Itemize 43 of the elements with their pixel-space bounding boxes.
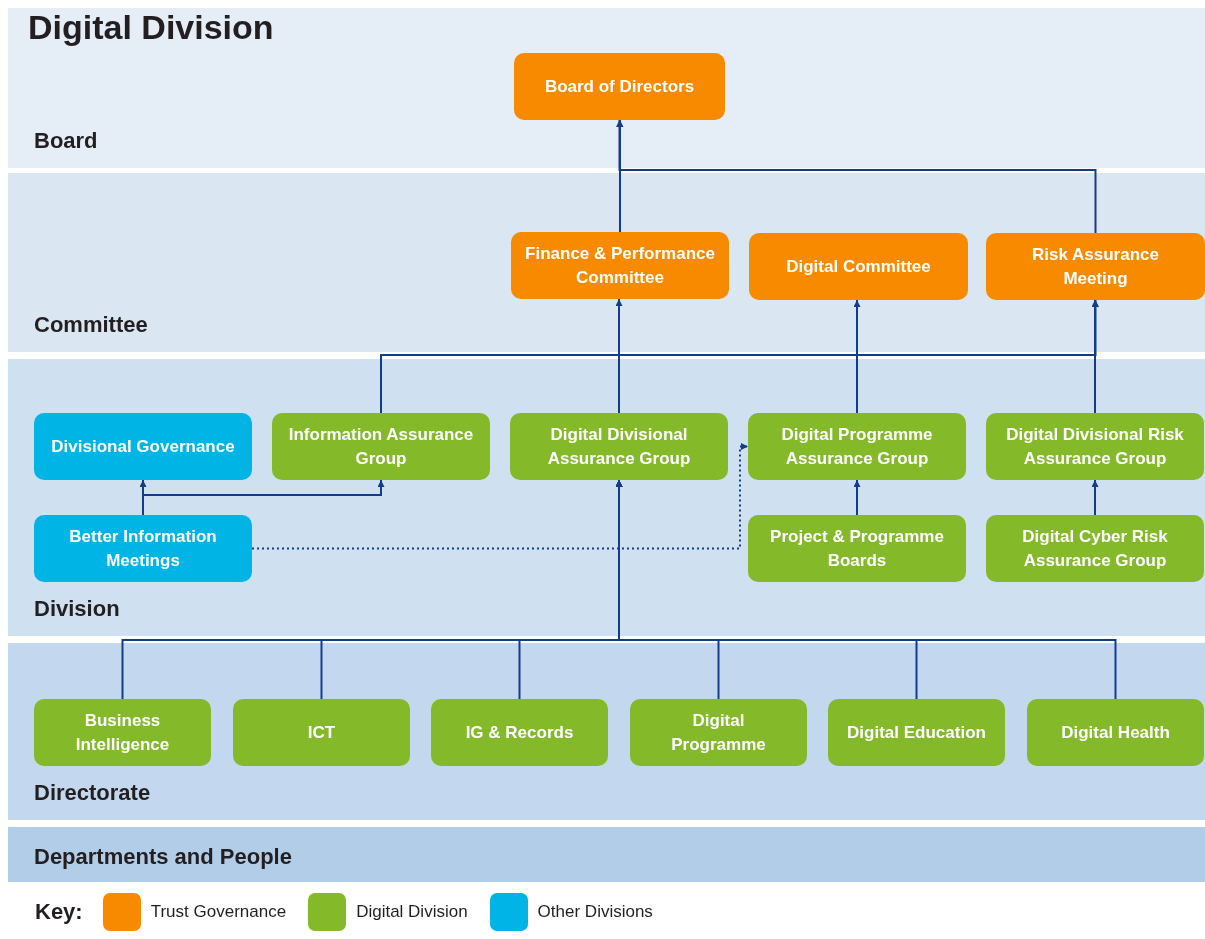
arrow xyxy=(616,119,1097,234)
org-box: Risk Assurance Meeting xyxy=(986,233,1205,300)
org-box: ICT xyxy=(233,699,410,766)
tier-band xyxy=(8,8,1205,168)
arrow xyxy=(615,298,623,414)
tier-band xyxy=(8,359,1205,636)
org-box: Digital Committee xyxy=(749,233,968,300)
diagram-title: Digital Division xyxy=(28,8,274,47)
tier-label: Departments and People xyxy=(34,844,292,870)
tier-band xyxy=(8,827,1205,882)
legend-label: Trust Governance xyxy=(150,902,287,922)
tier-band xyxy=(8,173,1205,352)
tier-label: Directorate xyxy=(34,780,151,806)
arrow xyxy=(853,299,861,414)
org-box: Digital Programme Assurance Group xyxy=(748,413,966,480)
dotted-arrow xyxy=(251,443,749,550)
org-box: Information Assurance Group xyxy=(272,413,490,480)
tier-label: Board xyxy=(34,128,98,154)
org-box: Digital Divisional Risk Assurance Group xyxy=(986,413,1204,480)
arrow xyxy=(1091,299,1099,414)
legend-label: Digital Division xyxy=(356,902,468,922)
tier-band xyxy=(8,643,1205,820)
arrow xyxy=(853,479,861,516)
tier-label: Committee xyxy=(34,312,148,338)
tier-label: Division xyxy=(34,596,120,622)
arrow xyxy=(142,479,385,516)
org-box: Digital Health xyxy=(1027,699,1204,766)
legend-title: Key: xyxy=(35,899,83,925)
arrow xyxy=(615,479,1117,700)
legend-label: Other Divisions xyxy=(537,902,653,922)
org-box: Finance & Performance Committee xyxy=(511,232,729,299)
org-box: Board of Directors xyxy=(514,53,725,120)
org-box: Business Intelligence xyxy=(34,699,211,766)
org-box: Project & Programme Boards xyxy=(748,515,966,582)
org-box: Digital Cyber Risk Assurance Group xyxy=(986,515,1204,582)
org-box: Better Information Meetings xyxy=(34,515,252,582)
org-box: IG & Records xyxy=(431,699,608,766)
org-box: Divisional Governance xyxy=(34,413,252,480)
arrow xyxy=(1091,479,1099,516)
org-box: Digital Programme xyxy=(630,699,807,766)
org-box: Digital Divisional Assurance Group xyxy=(510,413,728,480)
org-box: Digital Education xyxy=(828,699,1005,766)
arrow xyxy=(380,299,1099,414)
